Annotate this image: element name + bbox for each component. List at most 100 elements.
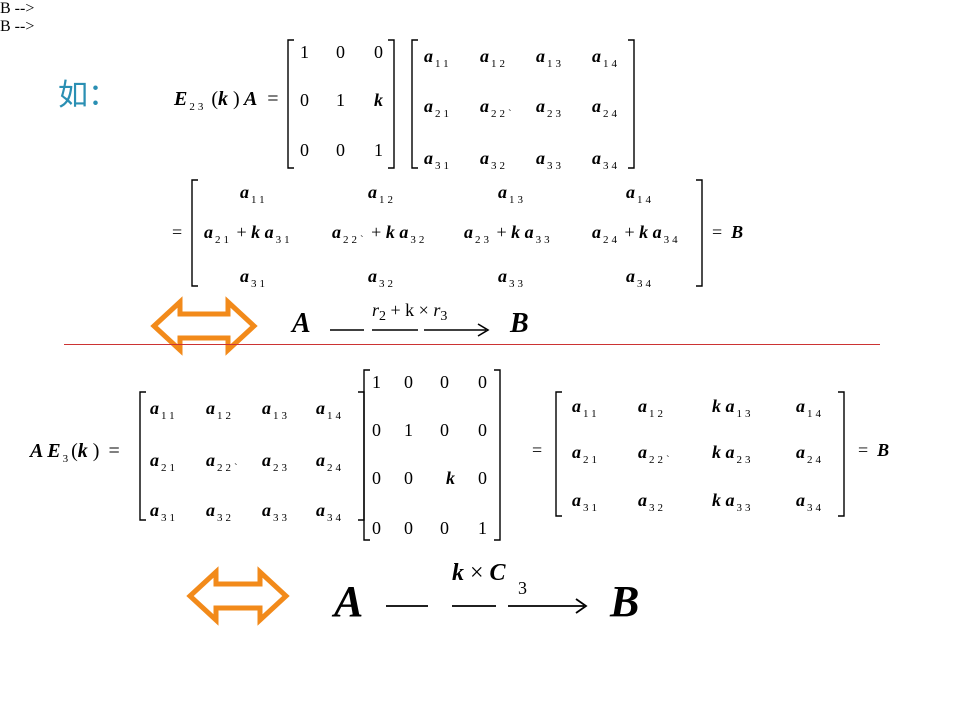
row-E-cell: 0 (300, 90, 309, 110)
row-E-cell: 1 (300, 42, 309, 62)
col-E-cell: 1 (372, 372, 381, 392)
col-E-cell: 0 (440, 420, 449, 440)
row-result-eq: = (172, 222, 183, 242)
intro-label: 如： (58, 78, 118, 113)
col-lhs-E: E (47, 440, 61, 462)
row-E-cell: 0 (300, 140, 309, 160)
row-E-cell: 0 (336, 42, 345, 62)
col-E-cell: 0 (478, 420, 487, 440)
col-B: B (877, 440, 890, 460)
col-lhs-A: A (30, 440, 43, 462)
row-E-cell: 1 (374, 140, 383, 160)
lhs-E-sub: 23 (189, 101, 207, 113)
col-transform-arrow (386, 598, 588, 614)
lhs-eq: = (267, 88, 279, 110)
col-lhs-E-sub: 3 (62, 453, 72, 465)
row-transform-to: B (510, 308, 529, 339)
row-E-cell: 1 (336, 90, 345, 110)
col-E-cell: 0 (372, 420, 381, 440)
col-lhs-k: k (77, 440, 88, 462)
col-result-brackets (555, 391, 845, 517)
section-divider (64, 344, 880, 345)
col-E-cell: 0 (478, 468, 487, 488)
row-transform-from: A (292, 308, 311, 339)
double-arrow-icon (186, 566, 290, 626)
lhs-k: k (218, 88, 229, 110)
col-transform-label: k × C (452, 560, 506, 586)
row-A-matrix-brackets (411, 39, 635, 169)
lhs-E: E (174, 88, 188, 110)
col-E-cell: 0 (404, 372, 413, 392)
row-E-cell: 0 (374, 42, 383, 62)
row-result-brackets (191, 179, 703, 287)
col-lhs-eq: = (108, 440, 120, 462)
col-E-cell: 0 (372, 518, 381, 538)
col-E-cell: 0 (404, 518, 413, 538)
lhs-A: A (243, 88, 257, 110)
col-E-cell: 0 (440, 372, 449, 392)
col-E-cell: 0 (478, 372, 487, 392)
col-E-cell: 0 (372, 468, 381, 488)
row-transform-label: r2 + k × r3 (372, 300, 448, 324)
col-transform-to: B (610, 577, 640, 626)
row-E-cell: 0 (336, 140, 345, 160)
row-E-matrix-brackets (287, 39, 395, 169)
col-eq-B: = B (858, 440, 890, 460)
col-E-matrix-brackets (363, 369, 501, 541)
col-E-cell: k (446, 468, 455, 488)
row-eq-B: = B (712, 222, 744, 242)
col-result-eq: = (532, 440, 543, 460)
row-E-cell: k (374, 90, 383, 110)
col-transform-label-sub: 3 (518, 578, 527, 598)
double-arrow-icon (150, 296, 258, 356)
col-E-cell: 1 (404, 420, 413, 440)
row-transform-arrow (330, 323, 490, 337)
